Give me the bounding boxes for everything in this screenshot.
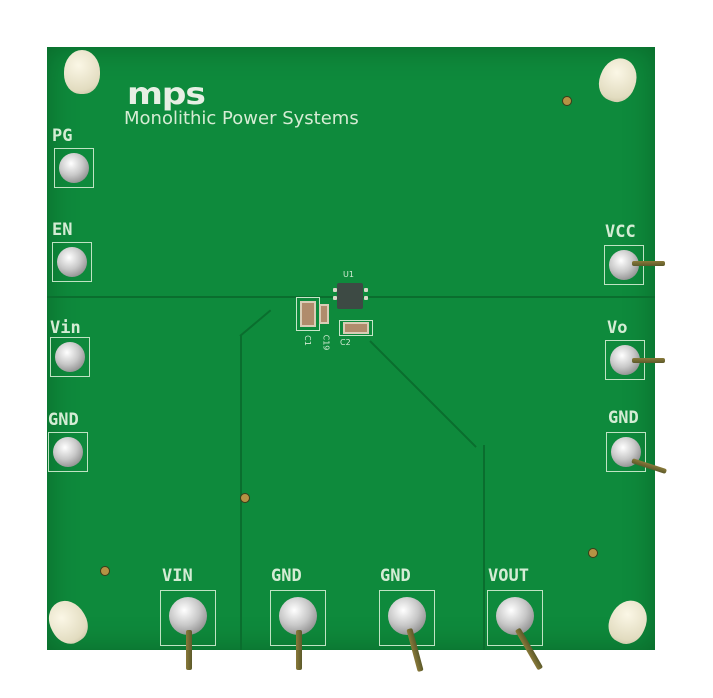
capacitor-c19 [319,304,329,324]
c2-label: C2 [340,338,351,347]
terminal-label-vin-left: Vin [50,318,81,338]
ic-pin [364,288,368,292]
terminal-vin-bottom[interactable] [160,590,216,646]
capacitor-c2 [343,322,369,334]
terminal-label-en: EN [52,220,73,240]
c2-outline [339,320,373,336]
header-pin [632,358,665,363]
terminal-label-pg: PG [52,126,73,146]
c19-label: C19 [321,334,331,351]
ic-pin [333,288,337,292]
terminal-label-vo: Vo [607,318,628,338]
solder-pad [57,247,87,277]
trace-left-vertical [240,335,242,650]
terminal-vin-left[interactable] [50,337,90,377]
terminal-gnd-left[interactable] [48,432,88,472]
terminal-label-gnd-bottom-1: GND [271,566,302,586]
header-pin [186,630,192,670]
header-pin [632,261,665,266]
terminal-gnd-bottom-2[interactable] [379,590,435,646]
terminal-vout[interactable] [487,590,543,646]
terminal-gnd-right[interactable] [606,432,646,472]
solder-pad [55,342,85,372]
ic-ref-label: U1 [343,270,354,279]
terminal-label-vin-bottom: VIN [162,566,193,586]
terminal-en[interactable] [52,242,92,282]
pcb-board [47,47,655,650]
ic-u1 [337,283,363,309]
terminal-vcc[interactable] [604,245,644,285]
mounting-hole [562,96,572,106]
terminal-label-gnd-bottom-2: GND [380,566,411,586]
solder-pad [279,597,317,635]
standoff-top-left [64,50,100,94]
mounting-hole [588,548,598,558]
company-name: Monolithic Power Systems [124,108,359,129]
trace-right-vertical [483,445,485,650]
terminal-label-vcc: VCC [605,222,636,242]
capacitor-c1 [300,301,316,327]
terminal-label-gnd-left: GND [48,410,79,430]
solder-pad [496,597,534,635]
terminal-pg[interactable] [54,148,94,188]
mounting-hole [100,566,110,576]
header-pin [296,630,302,670]
terminal-label-gnd-right: GND [608,408,639,428]
solder-pad [169,597,207,635]
solder-pad [59,153,89,183]
terminal-label-vout: VOUT [488,566,529,586]
mps-logo: mps [127,77,206,112]
ic-pin [364,296,368,300]
solder-pad [53,437,83,467]
ic-pin [333,296,337,300]
c1-label: C1 [302,335,312,346]
mounting-hole [240,493,250,503]
